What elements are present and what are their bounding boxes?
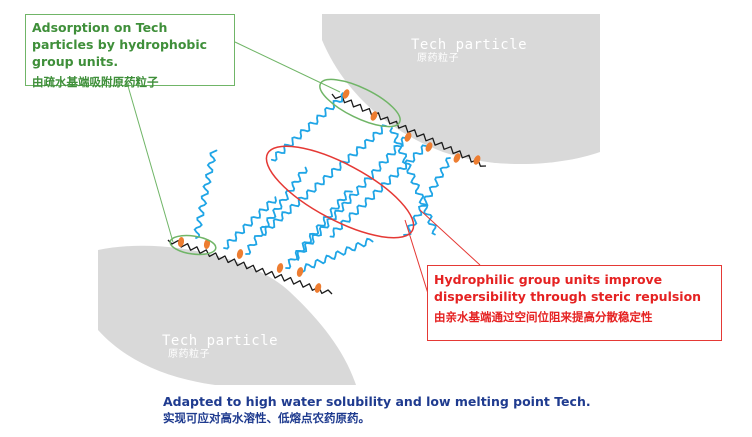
tech-particle-top xyxy=(322,14,600,165)
anchor-group xyxy=(370,111,378,121)
anchor-group xyxy=(425,142,433,152)
hydrophobic-backbone-top xyxy=(331,93,487,167)
hydrophilic-chain xyxy=(193,149,218,239)
hydrophilic-chain xyxy=(329,144,427,238)
anchor-group xyxy=(473,155,481,165)
anchor-group xyxy=(203,239,211,249)
anchor-group xyxy=(453,153,461,163)
footer-text-en: Adapted to high water solubility and low… xyxy=(163,394,591,409)
anchor-group xyxy=(296,267,304,277)
green-leader-line-top xyxy=(234,41,341,93)
hydrophilic-chain xyxy=(299,237,374,273)
adsorption-callout-text-zh: 由疏水基端吸附原药粒子 xyxy=(32,75,159,89)
anchor-group xyxy=(342,89,350,99)
footer-caption: Adapted to high water solubility and low… xyxy=(163,394,723,426)
hydrophilic-chain xyxy=(261,124,387,236)
dispersant-chains xyxy=(167,89,487,295)
tech-particle-label-top: Tech particle 原药粒子 xyxy=(411,37,527,65)
particle-label-zh: 原药粒子 xyxy=(417,53,459,64)
hydrophilic-chain xyxy=(403,157,451,236)
particle-label-en: Tech particle xyxy=(411,37,528,53)
hydrophilic-chain xyxy=(285,190,353,270)
dispersibility-callout-text-zh: 由亲水基端通过空间位阻来提高分散稳定性 xyxy=(434,310,653,324)
particle-label-en: Tech particle xyxy=(162,333,279,349)
green-leader-line-bottom xyxy=(127,85,174,243)
adsorption-highlight-top xyxy=(319,78,401,128)
adsorption-highlight-bottom xyxy=(169,234,217,256)
dispersibility-callout: Hydrophilic group units improve dispersi… xyxy=(427,265,722,341)
red-leader-line-bottom xyxy=(404,219,431,301)
anchor-group xyxy=(177,237,185,247)
dispersibility-callout-text-en: Hydrophilic group units improve dispersi… xyxy=(434,272,702,304)
anchor-group xyxy=(276,263,284,273)
anchor-group xyxy=(236,249,244,259)
tech-particle-label-bottom: Tech particle 原药粒子 xyxy=(162,333,278,361)
particle-label-zh: 原药粒子 xyxy=(168,349,210,360)
tech-particle-bottom xyxy=(98,245,356,385)
anchor-group xyxy=(404,132,412,142)
adsorption-callout: Adsorption on Tech particles by hydropho… xyxy=(25,14,235,89)
hydrophilic-chain xyxy=(245,166,308,255)
footer-text-zh: 实现可应对高水溶性、低熔点农药原药。 xyxy=(163,411,370,425)
red-leader-line-top xyxy=(419,209,481,266)
steric-repulsion-highlight xyxy=(265,145,415,239)
anchor-group xyxy=(314,283,322,293)
adsorption-callout-text-en: Adsorption on Tech particles by hydropho… xyxy=(32,20,208,69)
hydrophobic-backbone-bottom xyxy=(167,239,333,295)
hydrophilic-chain xyxy=(389,127,437,236)
hydrophilic-chain xyxy=(296,136,407,261)
hydrophilic-chain xyxy=(270,92,347,162)
hydrophilic-chain xyxy=(223,196,277,250)
